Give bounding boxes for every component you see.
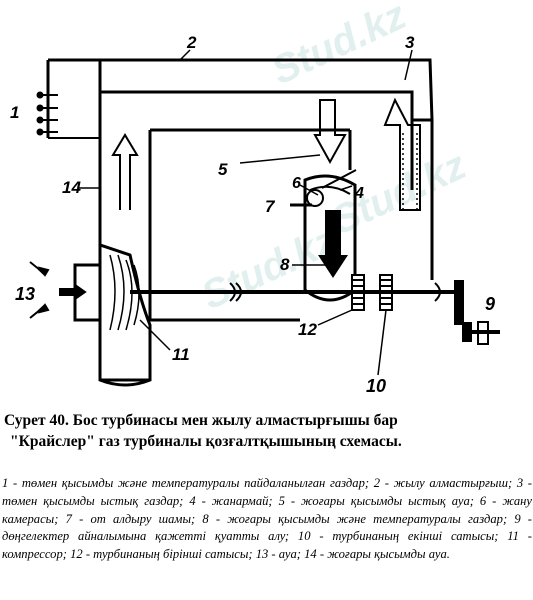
- label-11: 11: [172, 345, 190, 364]
- label-1: 1: [10, 103, 19, 122]
- hot-gas-arrow: [383, 97, 421, 211]
- compressor: [73, 242, 152, 387]
- label-2: 2: [186, 33, 197, 52]
- label-5: 5: [218, 160, 228, 179]
- power-takeoff-gears: [454, 280, 500, 345]
- label-8: 8: [280, 255, 290, 274]
- label-13: 13: [15, 284, 35, 304]
- caption-line-2: "Крайслер" газ турбиналы қозғалтқышының …: [10, 433, 402, 450]
- label-12: 12: [298, 320, 317, 339]
- watermark-text: Stud.kz: [265, 0, 413, 93]
- exhaust-duct: [48, 58, 434, 122]
- hot-air-arrow: [313, 99, 347, 165]
- label-4: 4: [354, 185, 364, 202]
- engine-schematic: Stud.kz Stud.kz Stud.kz: [10, 0, 500, 396]
- label-9: 9: [485, 294, 495, 314]
- heat-exchanger-housing: [98, 92, 352, 270]
- label-10: 10: [366, 376, 386, 396]
- leader-lines: [78, 49, 413, 376]
- compressed-air-arrow: [111, 133, 139, 210]
- heat-exchanger-lower: [100, 270, 300, 382]
- label-7: 7: [265, 197, 276, 216]
- label-6: 6: [292, 175, 301, 192]
- air-inlet-arrows: [29, 261, 87, 319]
- figure-caption: Сурет 40. Бос турбинасы мен жылу алмасты…: [4, 410, 529, 452]
- label-3: 3: [405, 33, 415, 52]
- caption-line-1: Сурет 40. Бос турбинасы мен жылу алмасты…: [4, 412, 398, 429]
- label-14: 14: [62, 178, 81, 197]
- burner: [290, 169, 357, 207]
- watermark-text: Stud.kz: [195, 218, 343, 318]
- hot-gas-flow-arrow: [318, 210, 348, 278]
- figure-legend: 1 - төмен қысымды және температуралы пай…: [2, 476, 532, 562]
- exhaust-ports: [36, 91, 58, 136]
